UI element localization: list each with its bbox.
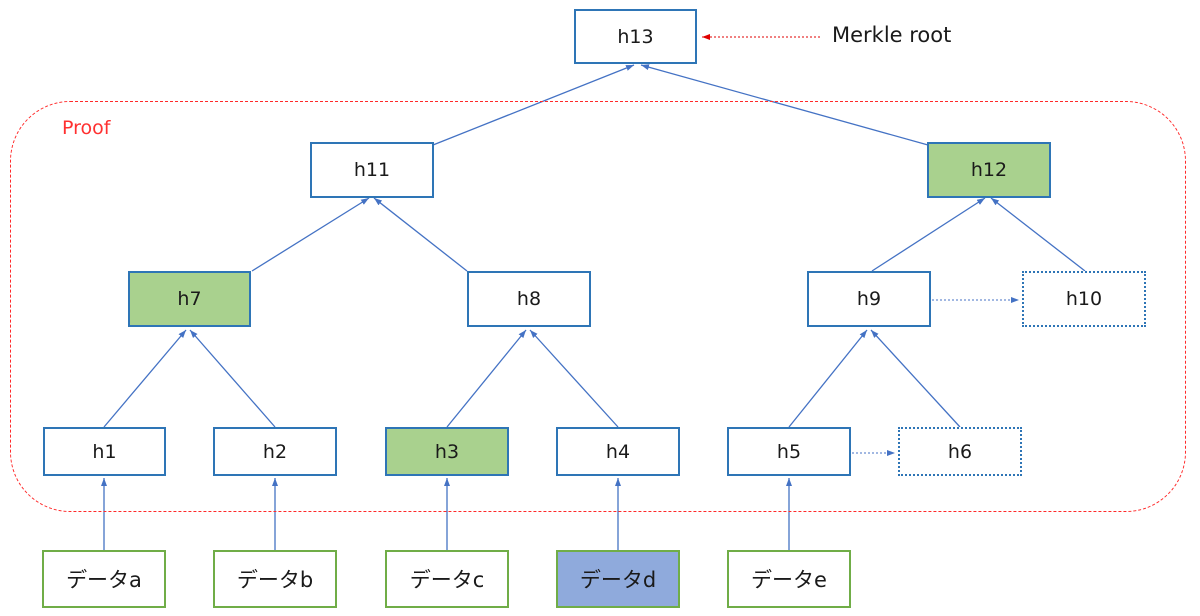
node-h10: h10 — [1022, 271, 1146, 327]
edge-h7-h11 — [251, 197, 370, 272]
node-h3: h3 — [385, 427, 509, 476]
node-h6: h6 — [898, 427, 1022, 476]
edge-h12-h13 — [640, 64, 929, 146]
edge-h11-h13 — [432, 64, 635, 146]
edge-h8-h11 — [373, 197, 468, 272]
edge-h1-h7 — [103, 329, 187, 428]
edge-h4-h8 — [529, 329, 619, 428]
node-h12: h12 — [927, 142, 1051, 198]
node-h1: h1 — [43, 427, 166, 476]
node-h5: h5 — [727, 427, 851, 476]
data-block-c: データc — [385, 550, 509, 608]
node-h4: h4 — [556, 427, 680, 476]
node-h7: h7 — [128, 271, 251, 327]
node-h11: h11 — [310, 142, 434, 198]
edge-h3-h8 — [446, 329, 527, 428]
edge-h10-h12 — [990, 197, 1086, 272]
edge-h5-h9 — [788, 329, 868, 428]
data-block-b: データb — [213, 550, 337, 608]
data-block-a: データa — [42, 550, 166, 608]
node-h9: h9 — [807, 271, 931, 327]
edge-h6-h9 — [870, 329, 961, 428]
data-block-d: データd — [556, 550, 680, 608]
data-block-e: データe — [727, 550, 851, 608]
node-h8: h8 — [467, 271, 591, 327]
node-h2: h2 — [213, 427, 337, 476]
edge-h2-h7 — [189, 329, 276, 428]
proof-frame — [10, 101, 1186, 512]
node-h13: h13 — [574, 9, 697, 64]
proof-label: Proof — [62, 117, 111, 139]
merkle-root-label: Merkle root — [832, 23, 952, 47]
edge-h9-h12 — [871, 197, 986, 272]
